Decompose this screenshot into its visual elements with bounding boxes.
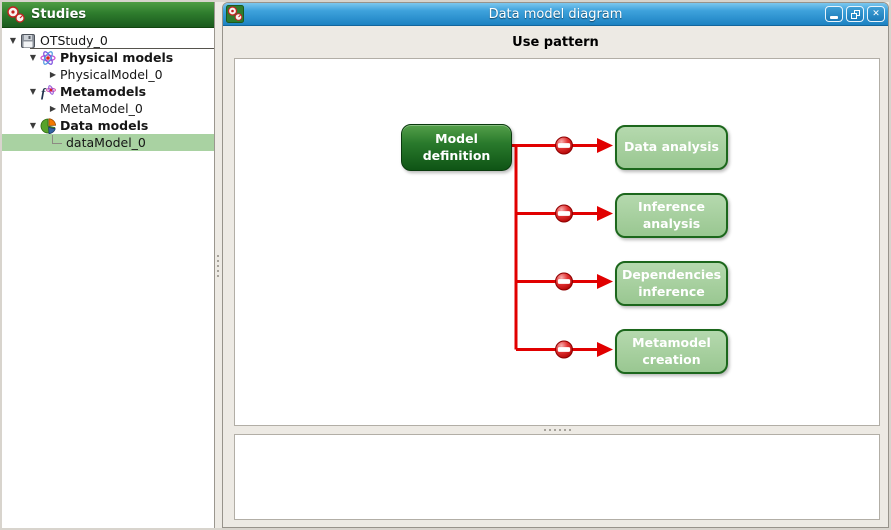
- window-title: Data model diagram: [488, 6, 623, 22]
- tree-item-otstudy[interactable]: ▼ OTStudy_0: [2, 32, 214, 49]
- minimize-button[interactable]: [825, 6, 843, 22]
- tree-item-label: MetaModel_0: [60, 101, 143, 116]
- model-definition-box[interactable]: Model definition: [401, 124, 512, 171]
- tree-item-label: OTStudy_0: [40, 33, 108, 48]
- panel-splitter-horizontal[interactable]: [234, 426, 880, 434]
- tree-item-metamodel0[interactable]: ▶ MetaModel_0: [2, 100, 214, 117]
- tree-item-datamodel0[interactable]: dataModel_0: [2, 134, 214, 151]
- function-atom-icon: f: [41, 85, 56, 100]
- tree-item-label: Data models: [60, 118, 149, 133]
- tree-item-label: dataModel_0: [66, 135, 146, 150]
- close-icon: ✕: [872, 9, 880, 19]
- chevron-down-icon[interactable]: ▼: [29, 53, 37, 62]
- tree-item-metamodels[interactable]: ▼ f Metamodels: [2, 83, 214, 100]
- message-panel: [234, 434, 880, 520]
- metamodel-creation-box[interactable]: Metamodel creation: [615, 329, 728, 374]
- chevron-right-icon[interactable]: ▶: [49, 70, 57, 79]
- tree-item-physicalmodel0[interactable]: ▶ PhysicalModel_0: [2, 66, 214, 83]
- inference-analysis-box[interactable]: Inference analysis: [615, 193, 728, 238]
- persalys-logo-icon: [226, 5, 244, 23]
- tree-item-data-models[interactable]: ▼ Data models: [2, 117, 214, 134]
- diagram-canvas: Model definition Data analysis Inference…: [234, 58, 880, 426]
- minimize-icon: [830, 15, 838, 19]
- window-controls: ✕: [825, 6, 885, 22]
- studies-tree: ▼ OTStudy_0 ▼ Physical models: [2, 28, 214, 151]
- tree-branch-line: [52, 135, 62, 144]
- window-titlebar[interactable]: Data model diagram ✕: [223, 3, 888, 26]
- splitter-handle-dots: [217, 255, 220, 277]
- save-icon: [21, 33, 35, 48]
- tree-item-label: Metamodels: [60, 84, 147, 99]
- diagram-connectors: [510, 135, 615, 360]
- persalys-logo-icon: [7, 5, 25, 23]
- chevron-down-icon[interactable]: ▼: [29, 121, 37, 130]
- tree-item-label: Physical models: [60, 50, 174, 65]
- restore-button[interactable]: [846, 6, 864, 22]
- restore-icon: [850, 9, 860, 19]
- data-analysis-box[interactable]: Data analysis: [615, 125, 728, 170]
- studies-panel: Studies ▼ OTStudy_0 ▼: [2, 2, 215, 528]
- tree-divider: [30, 48, 214, 49]
- svg-text:f: f: [41, 85, 47, 100]
- splitter-handle-dots: [544, 429, 571, 431]
- pie-chart-icon: [40, 117, 56, 134]
- chevron-right-icon[interactable]: ▶: [49, 104, 57, 113]
- studies-header: Studies: [2, 2, 214, 28]
- studies-panel-title: Studies: [31, 7, 87, 22]
- close-button[interactable]: ✕: [867, 6, 885, 22]
- panel-splitter-vertical[interactable]: [215, 2, 222, 528]
- window-body: Use pattern: [223, 26, 888, 527]
- use-pattern-heading: Use pattern: [512, 35, 599, 50]
- data-model-diagram-window: Data model diagram ✕ Use pattern: [222, 2, 889, 528]
- tree-item-physical-models[interactable]: ▼ Physical models: [2, 49, 214, 66]
- chevron-down-icon[interactable]: ▼: [29, 87, 37, 96]
- tree-item-label: PhysicalModel_0: [60, 67, 163, 82]
- atom-icon: [40, 50, 56, 65]
- dependencies-inference-box[interactable]: Dependencies inference: [615, 261, 728, 306]
- chevron-down-icon[interactable]: ▼: [9, 36, 17, 45]
